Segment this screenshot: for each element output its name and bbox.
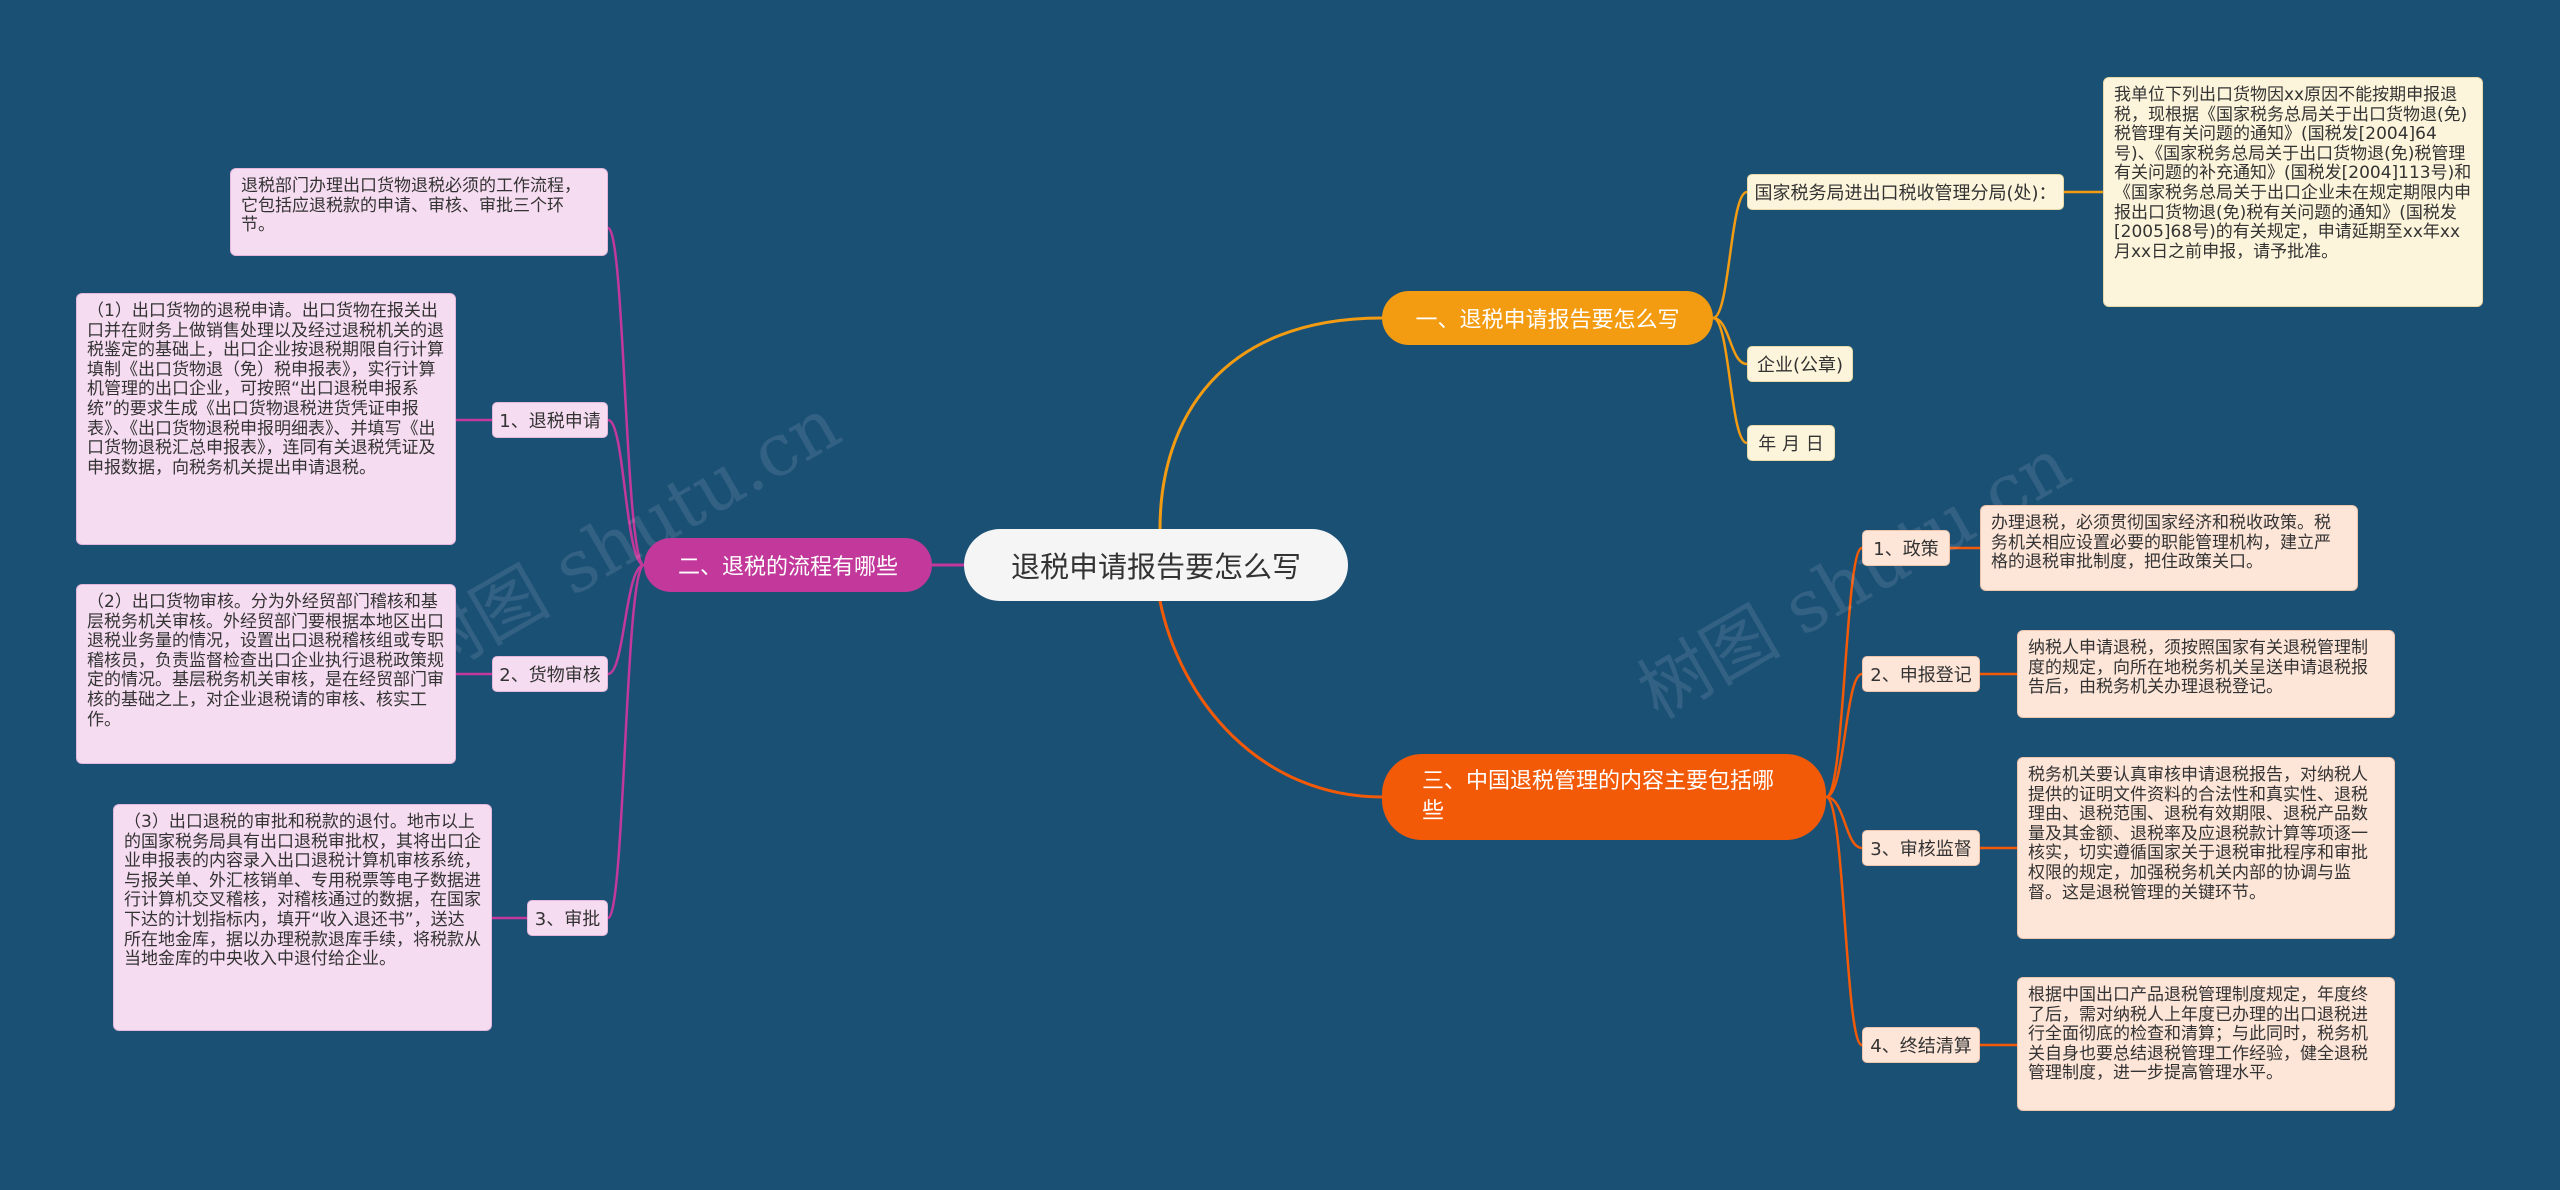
node-final-settlement[interactable]: 4、终结清算 (1862, 1027, 1980, 1063)
branch-refund-management[interactable]: 三、中国退税管理的内容主要包括哪些 (1382, 754, 1826, 840)
leaf-goods-audit: （2）出口货物审核。分为外经贸部门稽核和基层税务机关审核。外经贸部门要根据本地区… (76, 584, 456, 764)
leaf-application-text: 我单位下列出口货物因xx原因不能按期申报退税，现根据《国家税务总局关于出口货物退… (2103, 77, 2483, 307)
node-registration[interactable]: 2、申报登记 (1862, 656, 1980, 692)
branch-refund-process[interactable]: 二、退税的流程有哪些 (644, 538, 932, 592)
leaf-final-settlement: 根据中国出口产品退税管理制度规定，年度终了后，需对纳税人上年度已办理的出口退税进… (2017, 977, 2395, 1111)
node-date[interactable]: 年 月 日 (1747, 425, 1835, 461)
node-tax-bureau[interactable]: 国家税务局进出口税收管理分局(处)： (1747, 174, 2064, 210)
node-company-seal[interactable]: 企业(公章) (1747, 346, 1853, 382)
leaf-process-intro: 退税部门办理出口货物退税必须的工作流程，它包括应退税款的申请、审核、审批三个环节… (230, 168, 608, 256)
node-approval[interactable]: 3、审批 (527, 900, 608, 936)
node-refund-application[interactable]: 1、退税申请 (492, 402, 608, 438)
leaf-registration: 纳税人申请退税，须按照国家有关退税管理制度的规定，向所在地税务机关呈送申请退税报… (2017, 630, 2395, 718)
leaf-refund-application: （1）出口货物的退税申请。出口货物在报关出口并在财务上做销售处理以及经过退税机关… (76, 293, 456, 545)
leaf-approval: （3）出口退税的审批和税款的退付。地市以上的国家税务局具有出口退税审批权，其将出… (113, 804, 492, 1031)
root-node[interactable]: 退税申请报告要怎么写 (964, 529, 1348, 601)
node-audit-supervision[interactable]: 3、审核监督 (1862, 830, 1980, 866)
node-policy[interactable]: 1、政策 (1862, 530, 1950, 566)
branch-how-to-write[interactable]: 一、退税申请报告要怎么写 (1382, 291, 1713, 345)
leaf-audit-supervision: 税务机关要认真审核申请退税报告，对纳税人提供的证明文件资料的合法性和真实性、退税… (2017, 757, 2395, 939)
leaf-policy: 办理退税，必须贯彻国家经济和税收政策。税务机关相应设置必要的职能管理机构，建立严… (1980, 505, 2358, 591)
node-goods-audit[interactable]: 2、货物审核 (492, 656, 608, 692)
